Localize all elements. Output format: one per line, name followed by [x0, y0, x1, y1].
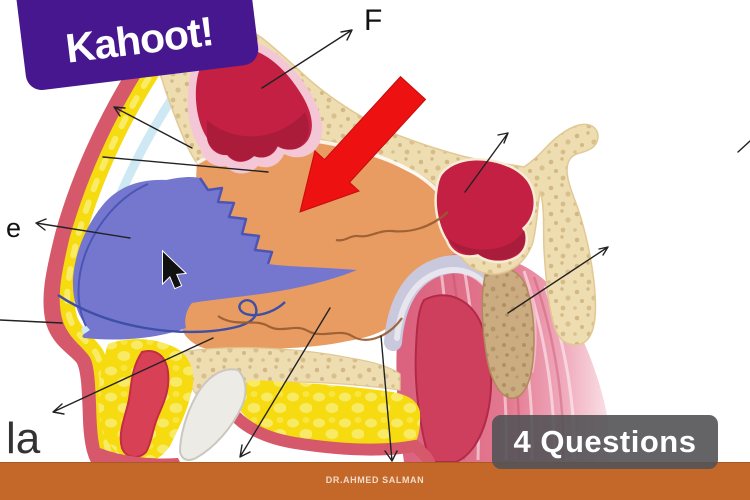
labial-vessel: [119, 350, 170, 458]
sphenoid-sinus: [434, 158, 537, 264]
palate-mucosa: [210, 374, 435, 468]
label-line-nasal-bone: [113, 106, 193, 149]
question-count-label: 4 Questions: [513, 424, 697, 459]
label-line-vestibule: [0, 319, 63, 324]
question-count-badge: 4 Questions: [492, 415, 718, 469]
kahoot-logo-text: Kahoot!: [63, 8, 216, 72]
red-pointer-arrow: [299, 75, 427, 213]
vomer-bone: [481, 267, 537, 399]
label-line-right-cropped: [737, 140, 750, 153]
cropped-label-bottom-left: la: [6, 414, 41, 463]
cropped-label-left: e: [6, 213, 21, 243]
cropped-label-top: F: [364, 4, 382, 37]
label-line-maxilla: [52, 337, 214, 415]
label-lines: [0, 29, 750, 462]
label-line-sphenoid: [464, 132, 509, 193]
mouse-cursor[interactable]: [162, 249, 188, 290]
upper-lip-region: [98, 339, 247, 463]
incisor-tooth: [178, 368, 247, 461]
frontal-sinus: [187, 39, 323, 174]
palate-fat: [238, 380, 421, 450]
footer-credit-text: DR.AHMED SALMAN: [325, 475, 425, 485]
septum-suture-lines: [217, 211, 449, 341]
label-line-perpendicular-plate: [102, 156, 269, 173]
soft-palate: [414, 294, 493, 463]
septal-cartilage: [57, 176, 357, 340]
label-line-frontal-sinus: [261, 29, 353, 89]
label-line-palate: [380, 335, 398, 462]
label-line-septal-cartilage: [35, 218, 131, 239]
label-line-vomer: [507, 246, 609, 314]
label-line-incisive: [239, 307, 331, 458]
